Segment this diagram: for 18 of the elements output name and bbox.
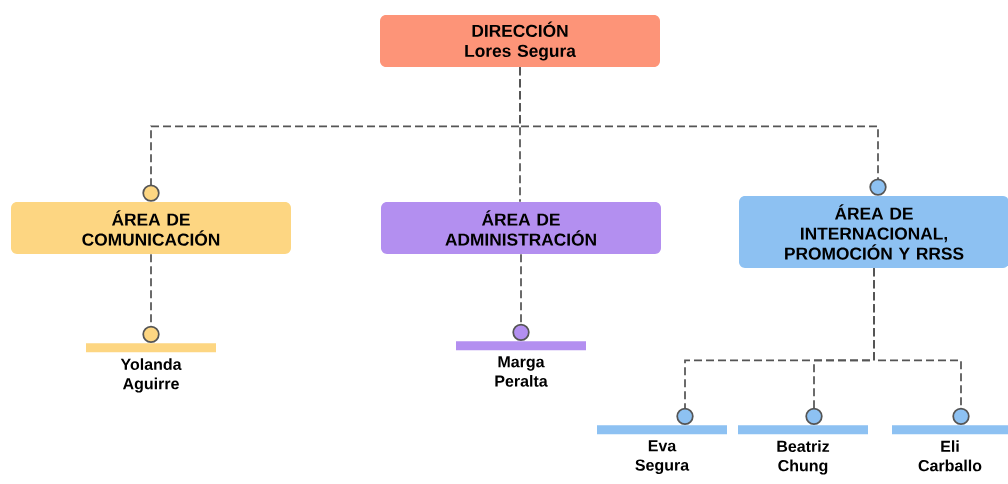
area-box: ÁREA DE COMUNICACIÓN: [11, 202, 291, 254]
node-label: Eli Carballo: [918, 440, 982, 472]
name-bar: Yolanda Aguirre: [86, 343, 216, 393]
area-box: ÁREA DE ADMINISTRACIÓN: [381, 202, 661, 254]
connector: [519, 66, 887, 196]
area-box: DIRECCIÓN Lores Segura: [380, 15, 660, 67]
area-box: ÁREA DE INTERNACIONAL, PROMOCIÓN Y RRSS: [739, 196, 1008, 268]
connector: [873, 267, 970, 425]
node-label: Beatriz Chung: [777, 440, 830, 475]
name-bar: Eli Carballo: [892, 425, 1008, 472]
name-bar: Beatriz Chung: [738, 425, 868, 475]
node-label: Eva Segura: [635, 440, 690, 474]
node-label: Marga Peralta: [495, 356, 548, 387]
name-bar: Marga Peralta: [456, 341, 586, 387]
name-bar: Eva Segura: [597, 425, 727, 474]
connector: [142, 253, 160, 343]
connector: [512, 253, 530, 341]
node-label: Yolanda Aguirre: [120, 358, 182, 393]
